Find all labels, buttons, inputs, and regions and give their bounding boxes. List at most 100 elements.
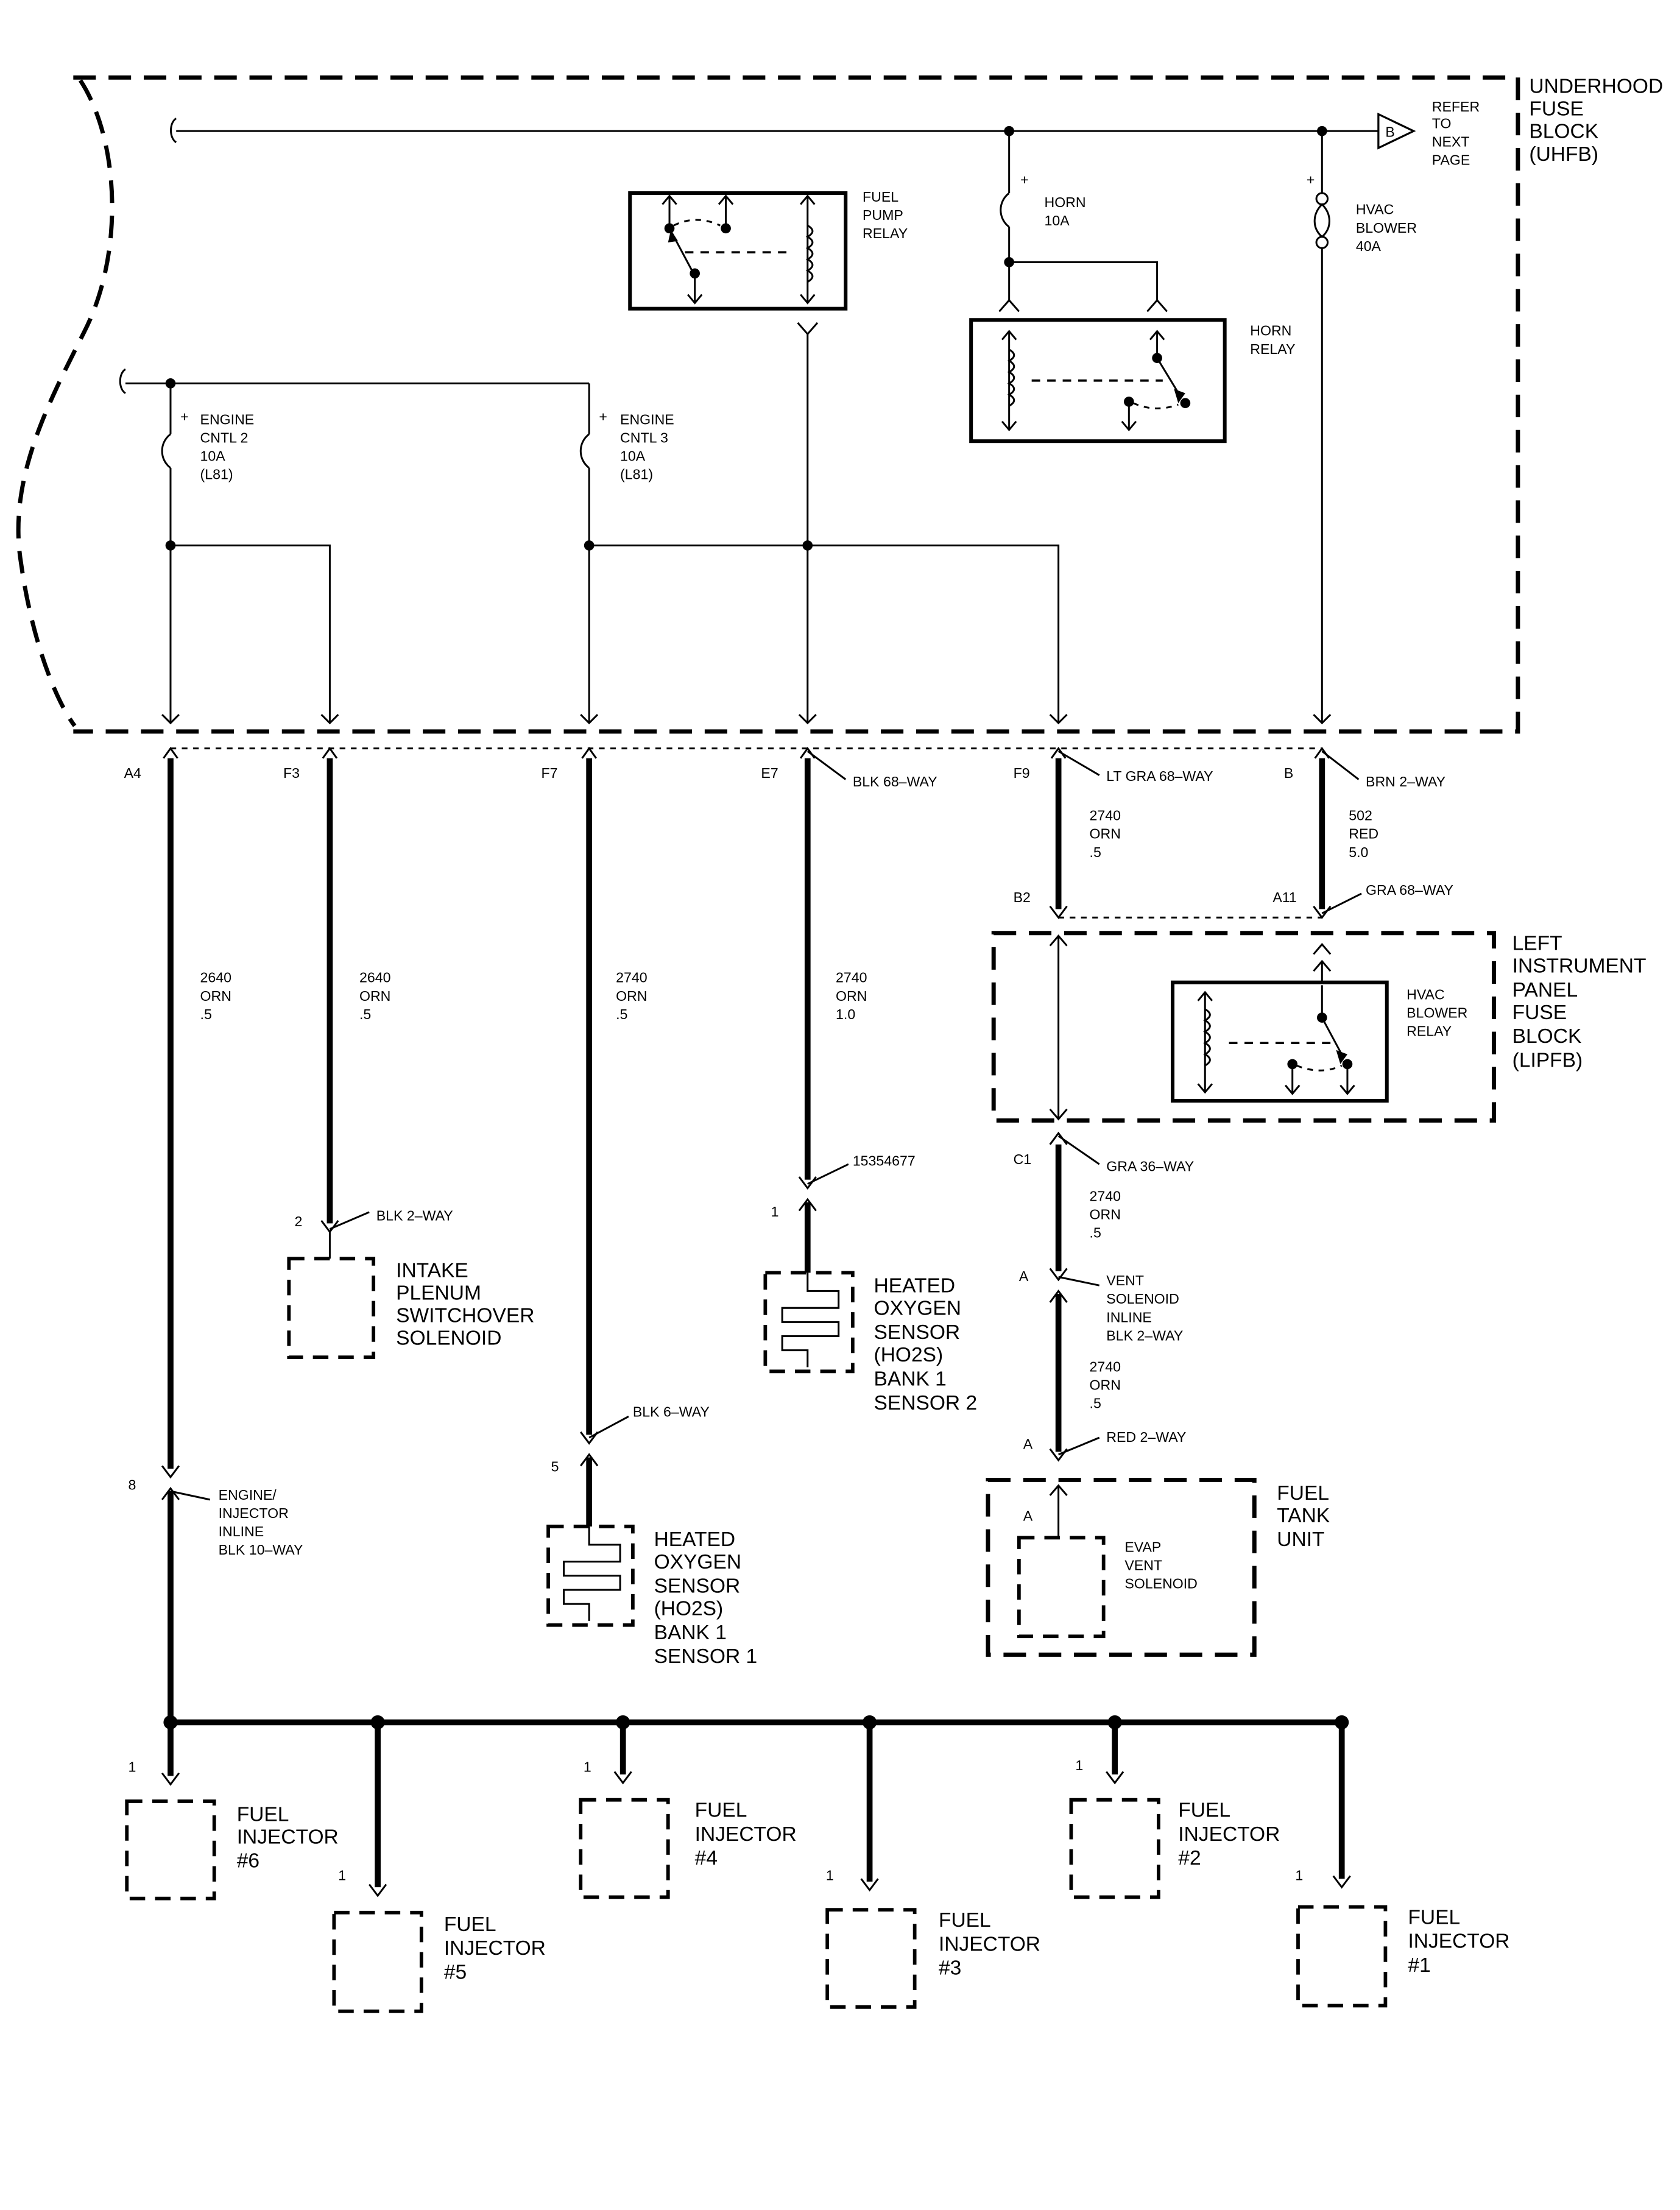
inj1-l1: FUEL (1408, 1906, 1460, 1929)
inj4-l1: FUEL (695, 1799, 747, 1821)
pin-vent-a: A (1019, 1268, 1029, 1284)
ho2s2-l6: SENSOR 2 (874, 1392, 978, 1414)
wire-a4-size: .5 (200, 1006, 212, 1022)
uhfb-label-l1: UNDERHOOD (1529, 76, 1663, 98)
cntl2-l3: 10A (200, 448, 226, 464)
pin-solenoid-2: 2 (295, 1213, 303, 1229)
inj-inline-l2: INJECTOR (219, 1505, 289, 1521)
hvac-fuse-l1: HVAC (1356, 202, 1394, 217)
pin-ho2s1-5: 5 (551, 1459, 559, 1475)
wire-f9: 2740 ORN .5 B2 (1014, 747, 1322, 919)
evap-l2: VENT (1124, 1558, 1162, 1573)
uhfb-outline (16, 75, 1520, 734)
wire-e7-circuit: 2740 (836, 970, 867, 986)
wire-b: 502 RED 5.0 A11 GRA 68–WAY (1272, 747, 1453, 919)
wire-f3-size: .5 (359, 1006, 371, 1022)
conn-e7: BLK 68–WAY (853, 774, 937, 789)
wire-f3-circuit: 2640 (359, 970, 390, 986)
ho2s2-l2: OXYGEN (874, 1297, 961, 1320)
connector-row: A4 F3 F7 E7 F9 B BLK 68–WAY LT GRA 68–WA… (124, 747, 1445, 789)
horn-fuse-l1: HORN (1044, 194, 1085, 210)
conn-c1: GRA 36–WAY (1106, 1159, 1194, 1174)
conn-vent-l4: BLK 2–WAY (1106, 1327, 1183, 1343)
wire-c1-to-evap: C1 GRA 36–WAY 2740 ORN .5 A VENT SOLENOI… (1014, 1131, 1194, 1462)
cntl2-l4: (L81) (200, 467, 233, 482)
pin-inj2-1: 1 (1075, 1757, 1083, 1773)
ho2s1-l4: (HO2S) (654, 1598, 724, 1620)
conn-vent-l2: SOLENOID (1106, 1291, 1179, 1307)
lipfb-l6: (LIPFB) (1512, 1050, 1583, 1072)
refer-l2: TO (1432, 116, 1452, 132)
hvac-blower-fuse: + HVAC BLOWER 40A (1307, 131, 1417, 725)
conn-ho2s1: BLK 6–WAY (633, 1403, 710, 1419)
fuel-pump-relay-l3: RELAY (863, 225, 908, 241)
conn-b: BRN 2–WAY (1366, 774, 1445, 789)
wire-vent-circuit: 2740 (1090, 1358, 1121, 1374)
inj4-l3: #4 (695, 1847, 718, 1869)
cntl2-sign: + (180, 409, 189, 425)
uhfb-label-l3: BLOCK (1529, 121, 1598, 143)
hvac-blower-relay: HVAC BLOWER RELAY (1171, 980, 1467, 1103)
horn-fuse: + HORN 10A (998, 131, 1168, 312)
wire-f9-color: ORN (1090, 826, 1121, 842)
ho2s1-l2: OXYGEN (654, 1551, 741, 1573)
fuel-pump-relay-l1: FUEL (863, 189, 898, 205)
uhfb-label-l2: FUSE (1529, 98, 1583, 121)
hvac-relay-l1: HVAC (1406, 986, 1445, 1002)
pin-b: B (1284, 765, 1293, 781)
engine-cntl-2-fuse: + ENGINE CNTL 2 10A (L81) (161, 383, 339, 725)
pin-inj4-1: 1 (584, 1759, 591, 1774)
inj2-l2: INJECTOR (1178, 1823, 1280, 1846)
lipfb-l4: FUSE (1512, 1001, 1567, 1024)
inj2-l1: FUEL (1178, 1799, 1230, 1821)
cntl2-l2: CNTL 2 (200, 430, 249, 446)
ho2s1-l6: SENSOR 1 (654, 1645, 758, 1668)
wire-c1-circuit: 2740 (1090, 1188, 1121, 1204)
cntl2-l1: ENGINE (200, 411, 255, 427)
wire-e7-color: ORN (836, 988, 867, 1004)
conn-solenoid: BLK 2–WAY (376, 1208, 453, 1224)
horn-relay: HORN RELAY (969, 318, 1295, 443)
pin-red-a: A (1023, 1436, 1033, 1452)
pin-inj6-1: 1 (129, 1759, 136, 1774)
lipfb-l5: BLOCK (1512, 1025, 1582, 1048)
uhfb-label-l4: (UHFB) (1529, 143, 1598, 166)
fuel-tank-l1: FUEL (1277, 1482, 1329, 1505)
wire-vent-size: .5 (1090, 1395, 1101, 1411)
wire-a4-color: ORN (200, 988, 231, 1004)
evap-l3: SOLENOID (1124, 1576, 1198, 1592)
wire-a4: 2640 ORN .5 8 ENGINE/ INJECTOR INLINE BL… (129, 747, 303, 1723)
pin-ho2s2-1: 1 (771, 1204, 779, 1220)
pin-evap-a: A (1023, 1508, 1033, 1524)
hvac-fuse-l2: BLOWER (1356, 220, 1417, 236)
ho2s2-l5: BANK 1 (874, 1368, 947, 1390)
refer-l1: REFER (1432, 99, 1480, 115)
hvac-fuse-l3: 40A (1356, 238, 1382, 254)
hvac-relay-l2: BLOWER (1406, 1005, 1467, 1021)
cntl3-l1: ENGINE (620, 411, 674, 427)
pin-a4: A4 (124, 765, 141, 781)
wire-b-size: 5.0 (1349, 844, 1368, 860)
wire-f7: 2740 ORN .5 BLK 6–WAY 5 HEATED OXYGEN SE… (546, 747, 758, 1668)
top-bus (170, 118, 1378, 143)
inj3-l1: FUEL (939, 1909, 991, 1932)
fuel-tank-unit: FUEL TANK UNIT A EVAP VENT SOLENOID (986, 1477, 1330, 1657)
refer-letter: B (1385, 124, 1394, 139)
intake-l1: INTAKE (396, 1259, 468, 1282)
wire-e7-size: 1.0 (836, 1006, 855, 1022)
injector-6: 1 FUEL INJECTOR #6 (125, 1722, 339, 1901)
fuel-tank-l3: UNIT (1277, 1528, 1324, 1551)
conn-vent-l3: INLINE (1106, 1309, 1152, 1325)
engine-cntl-bus (119, 368, 590, 434)
intake-l3: SWITCHOVER (396, 1304, 534, 1327)
pin-e7: E7 (761, 765, 778, 781)
wire-f9-size: .5 (1090, 844, 1101, 860)
inj5-l1: FUEL (444, 1913, 496, 1936)
pin-f9: F9 (1014, 765, 1030, 781)
injector-1: 1 FUEL INJECTOR #1 (1295, 1722, 1510, 2008)
ho2s1-l1: HEATED (654, 1528, 736, 1551)
wire-f7-circuit: 2740 (616, 970, 647, 986)
fuel-tank-l2: TANK (1277, 1505, 1330, 1527)
conn-red: RED 2–WAY (1106, 1429, 1186, 1445)
lipfb-l2: INSTRUMENT (1512, 955, 1646, 978)
